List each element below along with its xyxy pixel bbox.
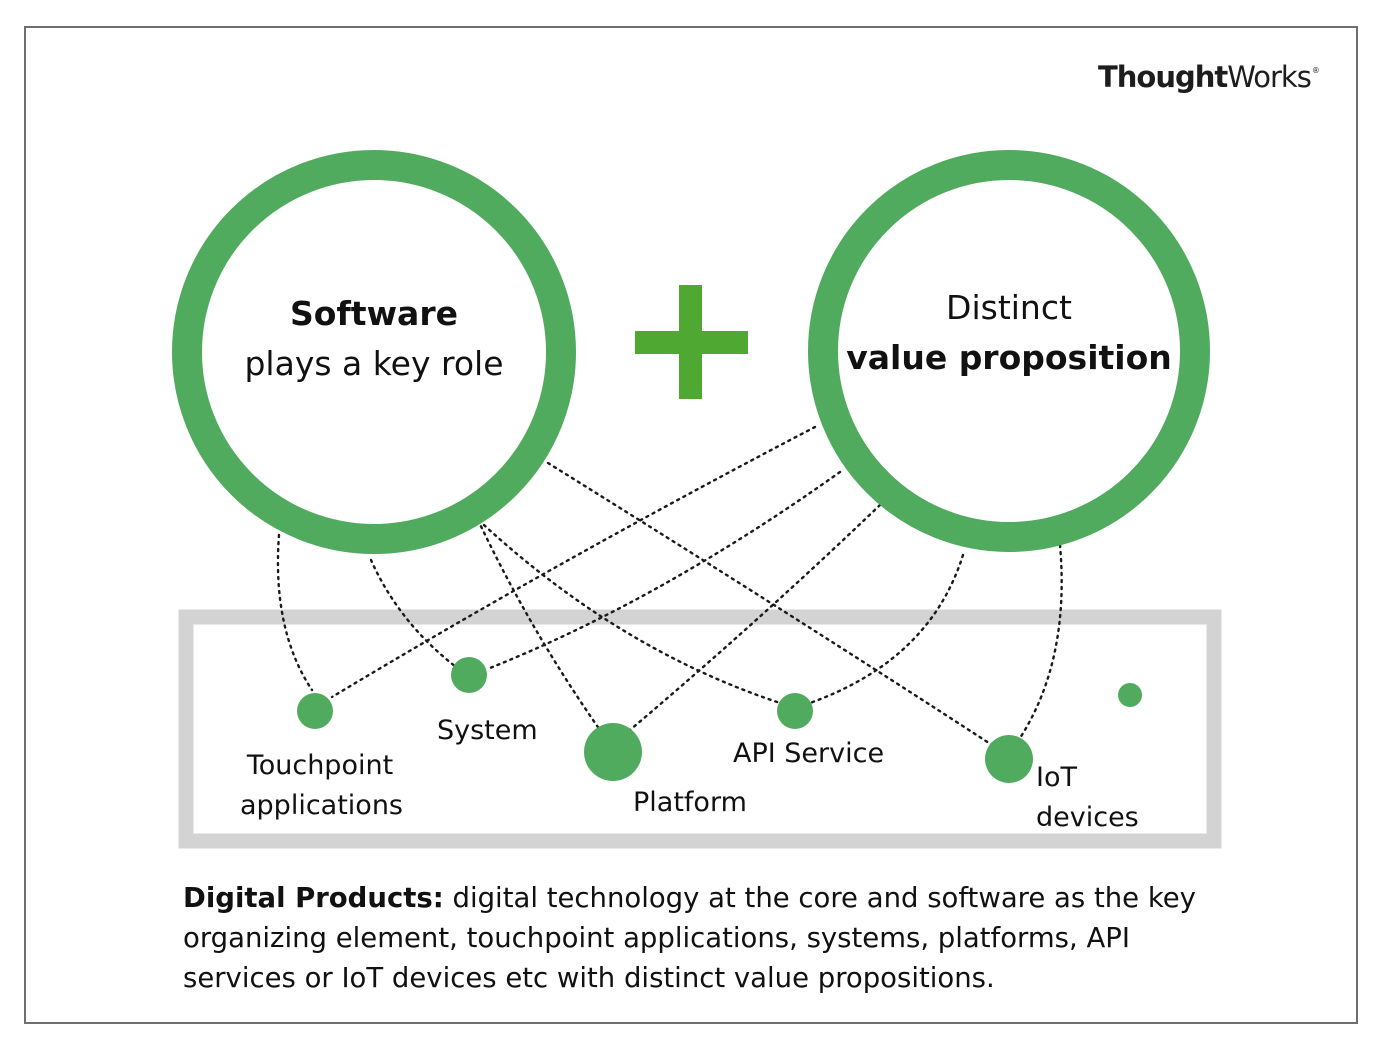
caption-heading: Digital Products: <box>183 882 444 914</box>
connector-software-api <box>482 523 782 705</box>
software-circle <box>172 150 576 554</box>
platform-node <box>584 723 642 781</box>
connector-software-platform <box>476 518 602 732</box>
plus-icon <box>635 285 748 399</box>
iot-label-line2: devices <box>1036 802 1139 833</box>
figure-frame <box>24 26 1358 1024</box>
caption-text: digital technology at the core and softw… <box>183 882 1196 994</box>
connector-value-api <box>808 553 965 705</box>
value-title: Distinct <box>946 288 1072 327</box>
connector-value-touchpoint <box>330 425 817 699</box>
iot-label-line1: IoT <box>1036 762 1077 793</box>
connector-lines <box>276 425 1063 747</box>
value-subtitle: value proposition <box>846 338 1172 377</box>
thoughtworks-logo: ThoughtWorks® <box>1098 60 1320 94</box>
software-subtitle: plays a key role <box>244 344 504 383</box>
value-circle-label: Distinct value proposition <box>829 283 1189 383</box>
value-proposition-circle <box>808 150 1210 552</box>
connector-value-system <box>488 470 842 670</box>
touchpoint-node <box>297 693 333 729</box>
iot-label: IoT devices <box>1036 758 1139 838</box>
api-service-label: API Service <box>733 738 885 769</box>
connector-value-platform <box>628 503 882 732</box>
products-container <box>178 609 1222 849</box>
unlabeled-node <box>1118 683 1142 707</box>
software-title: Software <box>290 294 458 333</box>
system-node <box>451 657 487 693</box>
touchpoint-label: Touchpoint applications <box>240 746 404 826</box>
connector-software-iot <box>546 461 994 747</box>
figure-caption: Digital Products: digital technology at … <box>183 878 1203 998</box>
connector-software-touchpoint <box>276 533 314 692</box>
connector-software-system <box>369 558 462 672</box>
iot-node <box>985 735 1033 783</box>
touchpoint-label-line1: Touchpoint <box>246 750 394 781</box>
platform-label: Platform <box>633 787 747 818</box>
software-circle-label: Software plays a key role <box>194 289 554 389</box>
connector-value-iot <box>1018 543 1063 740</box>
touchpoint-label-line2: applications <box>240 790 404 821</box>
system-label: System <box>437 715 538 746</box>
api-service-node <box>777 693 813 729</box>
